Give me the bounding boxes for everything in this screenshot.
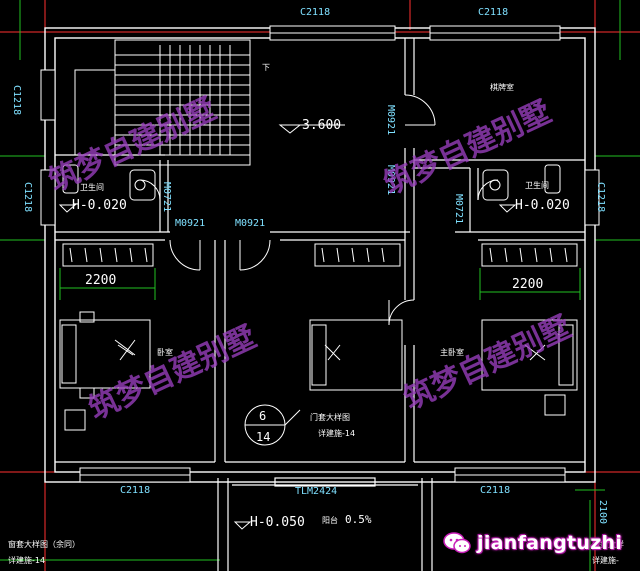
note-bottom-right-ref: 详建施- bbox=[592, 555, 619, 565]
bath-fixtures bbox=[62, 164, 561, 201]
callout-sheet: 14 bbox=[256, 430, 270, 444]
watermark-3: 筑梦自建别墅 bbox=[84, 319, 262, 427]
window-label-right-lower: C1218 bbox=[595, 182, 606, 212]
dimension-right-edge: 2100 bbox=[597, 500, 608, 524]
dimension-wardrobe-left: 2200 bbox=[85, 273, 116, 288]
callout-ref: 详建施-14 bbox=[318, 428, 355, 438]
door-label-balcony: TLM2424 bbox=[295, 486, 337, 497]
beds bbox=[59, 311, 578, 431]
door-label-m0921-a: M0921 bbox=[175, 218, 205, 229]
room-bath-right: 卫生间 bbox=[525, 180, 549, 190]
room-bath-left: 卫生间 bbox=[80, 182, 104, 192]
note-bottom-right-title: 线条大样 bbox=[592, 539, 624, 549]
window-label-top-right: C2118 bbox=[478, 7, 508, 18]
level-stair-hall: 3.600 bbox=[302, 118, 341, 133]
level-bath-left: H-0.020 bbox=[72, 198, 127, 213]
doors bbox=[139, 94, 499, 326]
window-label-top-left: C2118 bbox=[300, 7, 330, 18]
window-label-bottom-right: C2118 bbox=[480, 485, 510, 496]
door-label-m0721-left: M0721 bbox=[161, 182, 172, 212]
callout-title: 门套大样图 bbox=[310, 412, 350, 422]
stairs bbox=[74, 39, 251, 166]
dimension-wardrobe-right: 2200 bbox=[512, 277, 543, 292]
level-markers bbox=[58, 124, 517, 530]
logo-text: jianfangtuzhi bbox=[477, 532, 623, 554]
door-label-m0921-upper-right: M0921 bbox=[385, 105, 396, 135]
site-logo: jianfangtuzhi bbox=[443, 528, 622, 558]
door-label-m0921-mid-right: M0921 bbox=[385, 165, 396, 195]
note-bottom-left-ref: 详建施-14 bbox=[8, 555, 45, 565]
room-balcony: 阳台 bbox=[322, 515, 338, 525]
note-bottom-left-title: 窗套大样图（余同） bbox=[8, 539, 80, 549]
window-label-left-upper: C1218 bbox=[11, 85, 22, 115]
wardrobes bbox=[62, 243, 578, 267]
wechat-icon bbox=[443, 532, 471, 554]
room-master-bedroom: 主卧室 bbox=[440, 347, 464, 357]
level-balcony: H-0.050 bbox=[250, 515, 305, 530]
level-bath-right: H-0.020 bbox=[515, 198, 570, 213]
door-label-m0721-right: M0721 bbox=[453, 194, 464, 224]
balcony bbox=[217, 477, 433, 571]
room-chess: 棋牌室 bbox=[490, 82, 514, 92]
room-bedroom-left: 卧室 bbox=[157, 347, 173, 357]
wardrobe-dimensions bbox=[59, 268, 581, 300]
door-label-m0921-b: M0921 bbox=[235, 218, 265, 229]
stair-down-label: 下 bbox=[262, 63, 270, 72]
callout-number: 6 bbox=[259, 409, 266, 423]
window-label-bottom-left: C2118 bbox=[120, 485, 150, 496]
detail-callout bbox=[244, 404, 301, 446]
top-windows bbox=[40, 25, 600, 483]
balcony-slope: 0.5% bbox=[345, 513, 372, 526]
interior-walls bbox=[55, 38, 585, 463]
watermark-4: 筑梦自建别墅 bbox=[399, 309, 577, 417]
window-label-left-lower: C1218 bbox=[22, 182, 33, 212]
